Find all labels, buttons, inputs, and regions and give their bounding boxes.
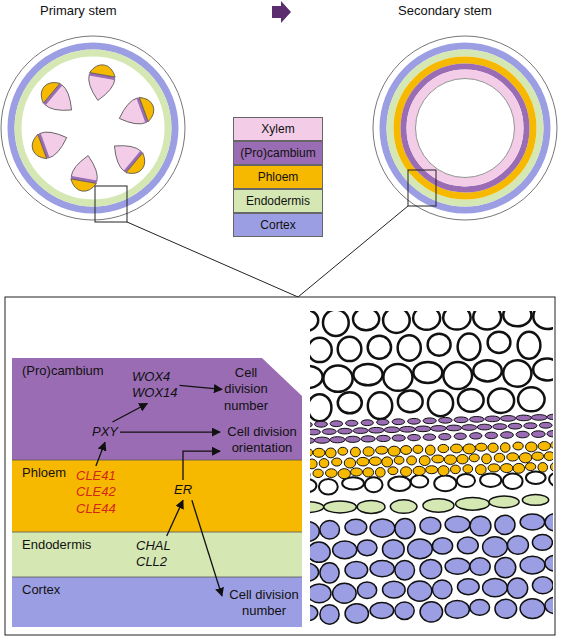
band-label: Phloem — [22, 465, 66, 481]
gene-box: WOX4 WOX14 — [130, 367, 180, 404]
gene-box: Cell division number — [222, 585, 306, 622]
cell-section — [310, 311, 553, 624]
cambium-band-fill — [12, 358, 302, 460]
legend-label: Endodermis — [246, 194, 310, 209]
gene-box: Cell division number — [222, 363, 270, 416]
legend-swatch: Phloem — [233, 165, 323, 189]
tissue-band: Endodermis CHAL CLL2 — [12, 532, 302, 577]
arrow-connector — [96, 442, 105, 466]
legend-label: Phloem — [258, 170, 299, 185]
node-label: Cell division orientation — [222, 424, 302, 457]
transition-arrow — [272, 1, 291, 23]
arrow-connector — [192, 500, 222, 596]
node-label: WOX4 WOX14 — [132, 369, 178, 402]
gene-box: CHAL CLL2 — [134, 536, 172, 573]
phloem-band-fill — [12, 460, 302, 532]
gene-box: Cell division orientation — [220, 422, 304, 459]
gene-box: ER — [172, 480, 194, 500]
gene-box: PXY — [90, 422, 120, 442]
legend-label: Cortex — [260, 218, 295, 233]
band-label: Cortex — [22, 582, 60, 598]
legend-swatch: Cortex — [233, 213, 323, 237]
endodermis-band-fill — [12, 532, 302, 577]
tissue-band: Phloem CLE41 CLE42 CLE44 ER — [12, 460, 302, 532]
tissue-band: (Pro)cambium WOX4 WOX14 Cell division numb… — [12, 358, 302, 460]
node-label: Cell division number — [224, 365, 268, 414]
legend-swatch: Endodermis — [233, 189, 323, 213]
gene-box: CLE41 CLE42 CLE44 — [74, 466, 118, 519]
legend-swatch: Xylem — [233, 117, 323, 141]
arrow-connector — [120, 431, 220, 432]
arrow-connector — [113, 404, 148, 423]
secondary-stem — [373, 36, 557, 220]
band-label: (Pro)cambium — [22, 363, 104, 379]
node-label: CHAL CLL2 — [136, 538, 170, 571]
arrow-connector — [183, 451, 220, 480]
node-label: ER — [174, 482, 192, 498]
arrow-connector — [180, 385, 223, 389]
stem-label: Secondary stem — [398, 3, 492, 19]
detail-panel — [5, 297, 555, 635]
legend-swatch: (Pro)cambium — [233, 141, 323, 165]
primary-stem — [1, 36, 185, 222]
arrow-connector — [167, 500, 183, 536]
node-label: Cell division number — [224, 587, 304, 620]
legend-label: Xylem — [261, 122, 294, 137]
node-label: CLE41 CLE42 CLE44 — [76, 468, 116, 517]
legend-label: (Pro)cambium — [240, 146, 315, 161]
tissue-band: Cortex Cell division number — [12, 577, 302, 627]
node-label: PXY — [92, 424, 118, 440]
band-label: Endodermis — [22, 537, 91, 553]
stem-label: Primary stem — [40, 3, 117, 19]
